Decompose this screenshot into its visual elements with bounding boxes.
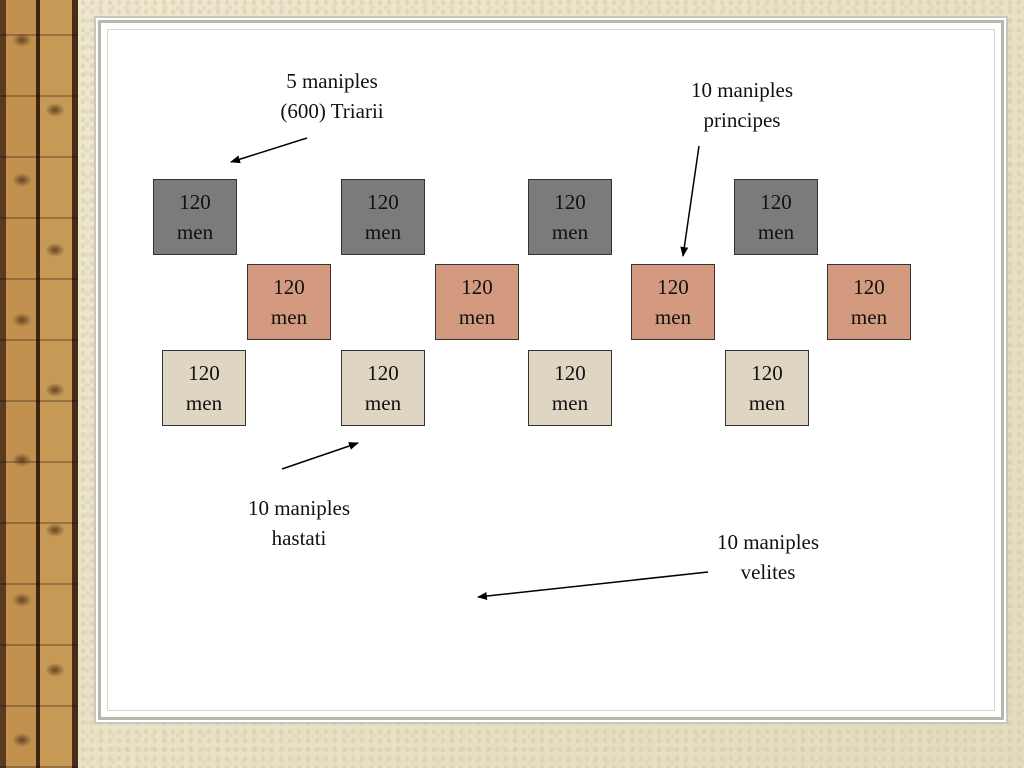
hastati-label-line2: hastati: [271, 526, 327, 550]
unit-word: men: [176, 220, 214, 244]
unit-word: men: [185, 391, 223, 415]
unit-count: 120: [179, 190, 211, 214]
triarii-maniple: 120 men: [528, 179, 612, 255]
unit-count: 120: [188, 361, 220, 385]
hastati-label-line1: 10 maniples: [247, 496, 351, 520]
unit-word: men: [654, 305, 692, 329]
unit-count: 120: [273, 275, 305, 299]
hastati-label: 10 maniples hastati: [229, 493, 369, 553]
principes-maniple: 120 men: [631, 264, 715, 340]
hastati-maniple: 120 men: [528, 350, 612, 426]
principes-label-line1: 10 maniples: [690, 78, 794, 102]
hastati-maniple: 120 men: [162, 350, 246, 426]
triarii-arrow: [230, 137, 308, 164]
triarii-label-line1: 5 maniples: [286, 69, 378, 93]
unit-count: 120: [367, 190, 399, 214]
decorative-border-strip: [0, 0, 78, 768]
hastati-maniple: 120 men: [725, 350, 809, 426]
unit-word: men: [270, 305, 308, 329]
unit-count: 120: [657, 275, 689, 299]
unit-word: men: [551, 391, 589, 415]
unit-count: 120: [554, 190, 586, 214]
velites-arrow: [477, 571, 709, 601]
triarii-label: 5 maniples (600) Triarii: [262, 66, 402, 126]
triarii-maniple: 120 men: [341, 179, 425, 255]
principes-label: 10 maniples principes: [672, 75, 812, 135]
velites-label-line2: velites: [740, 560, 796, 584]
hastati-maniple: 120 men: [341, 350, 425, 426]
unit-word: men: [757, 220, 795, 244]
velites-label-line1: 10 maniples: [716, 530, 820, 554]
unit-word: men: [458, 305, 496, 329]
unit-word: men: [748, 391, 786, 415]
velites-label: 10 maniples velites: [698, 527, 838, 587]
unit-count: 120: [367, 361, 399, 385]
slide-inner-border: [107, 29, 995, 711]
unit-word: men: [551, 220, 589, 244]
unit-word: men: [364, 220, 402, 244]
triarii-maniple: 120 men: [734, 179, 818, 255]
hastati-arrow: [281, 442, 359, 470]
triarii-maniple: 120 men: [153, 179, 237, 255]
principes-maniple: 120 men: [435, 264, 519, 340]
principes-maniple: 120 men: [827, 264, 911, 340]
unit-count: 120: [554, 361, 586, 385]
slide: [98, 20, 1004, 720]
triarii-label-line2: (600) Triarii: [280, 99, 384, 123]
principes-maniple: 120 men: [247, 264, 331, 340]
unit-word: men: [364, 391, 402, 415]
unit-count: 120: [760, 190, 792, 214]
unit-count: 120: [853, 275, 885, 299]
principes-label-line2: principes: [703, 108, 781, 132]
unit-count: 120: [751, 361, 783, 385]
principes-arrow: [680, 145, 700, 257]
unit-word: men: [850, 305, 888, 329]
unit-count: 120: [461, 275, 493, 299]
